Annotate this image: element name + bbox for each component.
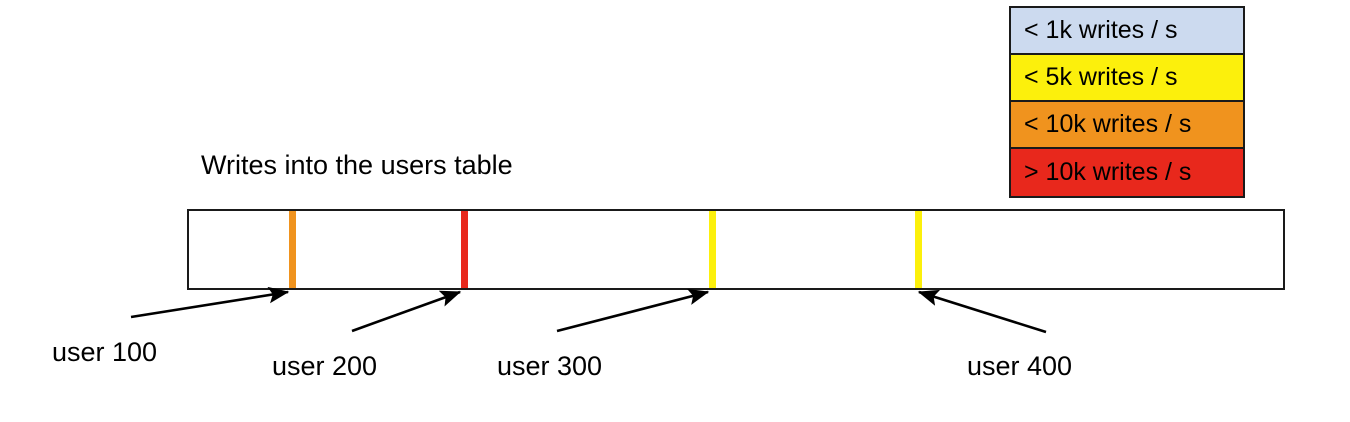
legend-label-over-10k: > 10k writes / s — [1024, 158, 1192, 186]
legend-row-under-10k: < 10k writes / s — [1011, 102, 1243, 149]
legend-row-under-5k: < 5k writes / s — [1011, 55, 1243, 102]
arrow-user-100 — [130, 286, 290, 319]
legend-row-over-10k: > 10k writes / s — [1011, 149, 1243, 196]
arrow-user-400 — [917, 289, 1047, 334]
stripe-user-200 — [461, 211, 468, 288]
arrow-user-200 — [351, 290, 462, 333]
stripe-user-300 — [709, 211, 716, 288]
pointer-label-user-300: user 300 — [497, 351, 603, 381]
chart-title: Writes into the users table — [201, 150, 513, 180]
pointer-label-user-400: user 400 — [967, 351, 1073, 381]
legend-label-under-5k: < 5k writes / s — [1024, 63, 1178, 91]
users-table-keyspace-bar — [187, 209, 1285, 290]
legend-row-under-1k: < 1k writes / s — [1011, 8, 1243, 55]
pointer-label-user-200: user 200 — [272, 351, 378, 381]
arrow-user-300 — [556, 288, 710, 333]
write-rate-legend: < 1k writes / s < 5k writes / s < 10k wr… — [1009, 6, 1245, 198]
stripe-user-400 — [915, 211, 922, 288]
legend-label-under-10k: < 10k writes / s — [1024, 110, 1192, 138]
pointer-label-user-100: user 100 — [52, 337, 158, 367]
legend-label-under-1k: < 1k writes / s — [1024, 16, 1178, 44]
stripe-user-100 — [289, 211, 296, 288]
